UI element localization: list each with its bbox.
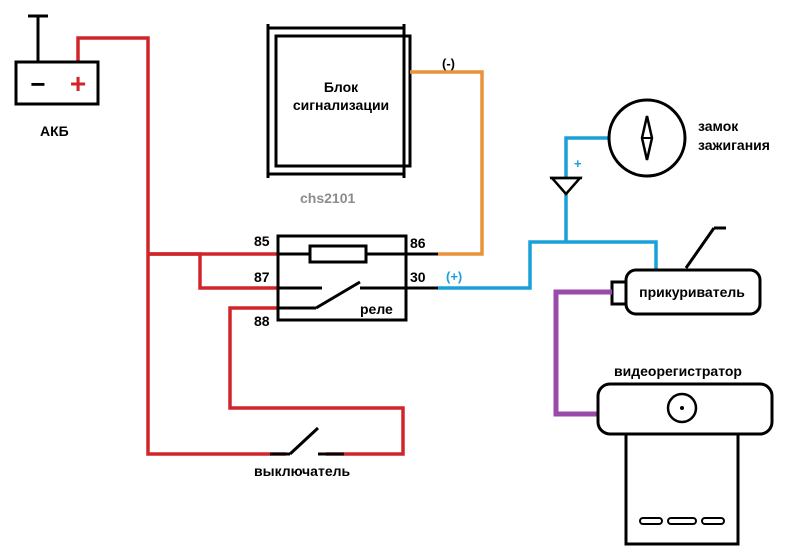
orange-wire — [410, 70, 484, 256]
red-wires — [76, 36, 405, 456]
alarm-unit-label-line2: сигнализации — [293, 97, 389, 113]
alarm-unit-box — [274, 34, 412, 168]
battery-minus-sign: − — [30, 69, 45, 99]
switch-blade — [288, 426, 320, 456]
battery-plus-sign: + — [70, 68, 86, 99]
diode-triangle — [549, 176, 583, 196]
relay-pin-87: 87 — [254, 269, 270, 285]
relay-pin-30: 30 — [410, 269, 426, 285]
battery: − + АКБ — [14, 14, 100, 139]
dashcam-lens-center — [680, 406, 684, 410]
relay-label: реле — [360, 301, 393, 317]
relay-pin-88: 88 — [254, 313, 270, 329]
dashcam-vent-2 — [667, 517, 697, 525]
battery-plus-wire — [76, 36, 405, 456]
purple-wire — [553, 289, 612, 417]
pin87-wire — [148, 252, 278, 290]
alarm-unit: Блок сигнализации (-) — [266, 24, 455, 178]
battery-body — [14, 60, 100, 106]
relay: 85 86 87 30 88 реле (+) — [254, 233, 462, 329]
relay-pin-85: 85 — [254, 233, 270, 249]
dashcam-vent-1 — [639, 517, 663, 525]
watermark-text: chs2101 — [300, 190, 355, 206]
blue-wires — [438, 136, 658, 290]
lighter-label: прикуриватель — [639, 284, 745, 300]
relay-pin-86: 86 — [410, 235, 426, 251]
ignition-lock: замок зажигания — [607, 98, 770, 178]
battery-label: АКБ — [40, 123, 69, 139]
cigarette-lighter: прикуриватель — [610, 226, 762, 316]
ignition-label-line1: замок — [698, 118, 739, 134]
pin30-to-lighter-wire — [438, 240, 658, 290]
dashcam-mount — [624, 430, 740, 546]
relay-coil — [308, 244, 368, 264]
dashcam: видеорегистратор — [596, 363, 774, 546]
dashcam-label: видеорегистратор — [614, 363, 742, 379]
diode-to-ignition-wire — [564, 136, 608, 242]
alarm-minus-label: (-) — [442, 56, 455, 71]
relay-plus-label: (+) — [446, 269, 462, 284]
ignition-key-slot — [640, 115, 654, 161]
lighter-antenna — [684, 227, 716, 269]
switch-label: выключатель — [254, 463, 351, 479]
ignition-label-line2: зажигания — [698, 137, 770, 153]
diode: + — [549, 156, 583, 196]
relay-switch-blade — [315, 280, 361, 310]
dashcam-vent-3 — [701, 517, 725, 525]
switch: выключатель — [254, 426, 351, 479]
lighter-body — [624, 268, 762, 316]
diode-plus-label: + — [574, 156, 582, 171]
alarm-unit-label-line1: Блок — [324, 79, 359, 95]
